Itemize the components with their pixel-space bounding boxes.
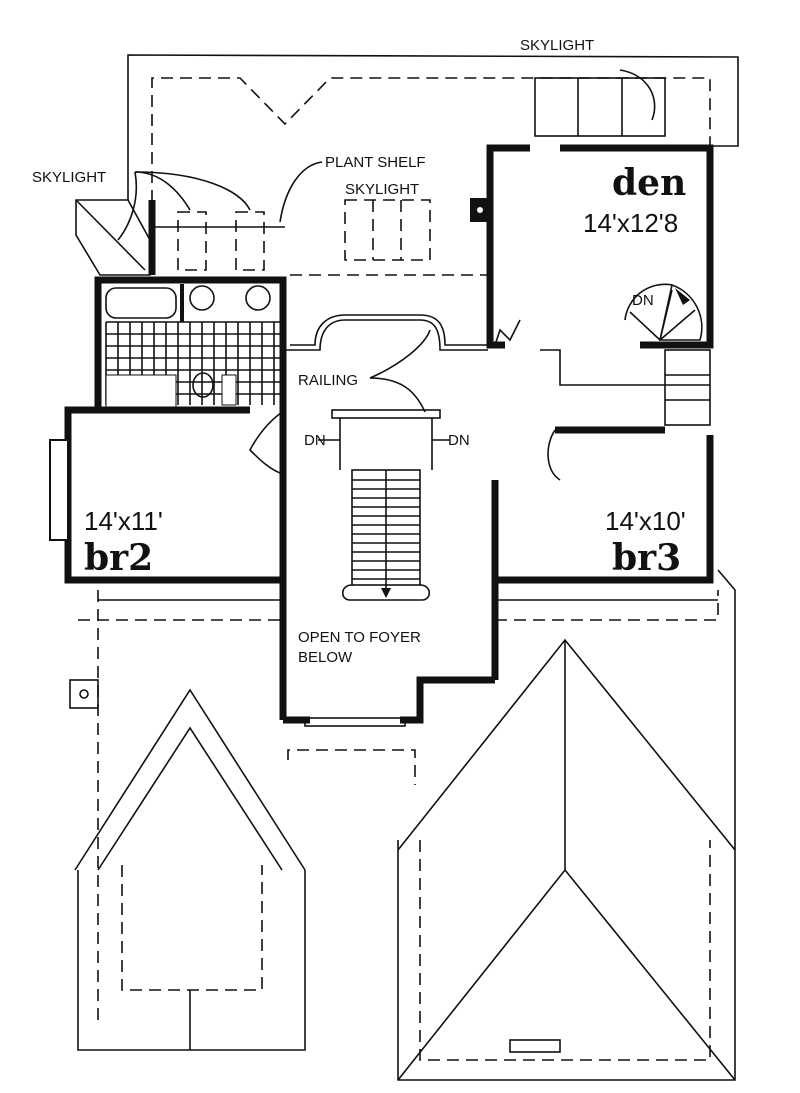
skylight-label-left: SKYLIGHT bbox=[32, 169, 106, 186]
railing-label: RAILING bbox=[298, 372, 358, 389]
hall-railing bbox=[249, 314, 711, 481]
stair-dn-left-label: DN bbox=[304, 432, 326, 449]
den-room-name: den bbox=[612, 162, 686, 204]
den-room bbox=[470, 144, 714, 349]
open-to-foyer-label-line2: BELOW bbox=[298, 649, 353, 666]
br2-room bbox=[49, 406, 287, 720]
br2-room-name: br2 bbox=[84, 537, 153, 579]
br3-room bbox=[283, 435, 714, 727]
bathroom bbox=[94, 276, 287, 410]
br2-room-size: 14'x11' bbox=[84, 506, 163, 536]
den-room-size: 14'x12'8 bbox=[583, 208, 678, 238]
stair-dn-right-label: DN bbox=[448, 432, 470, 449]
skylight-label-center: SKYLIGHT bbox=[345, 181, 419, 198]
lower-roofs bbox=[69, 569, 736, 1081]
den-stair-dn-label: DN bbox=[632, 292, 654, 309]
upper-roof-outline bbox=[127, 54, 739, 240]
open-to-foyer-label: OPEN TO FOYER bbox=[298, 629, 421, 646]
skylight-den bbox=[534, 69, 666, 137]
staircase bbox=[318, 409, 450, 601]
br3-room-name: br3 bbox=[612, 537, 681, 579]
skylight-label-top: SKYLIGHT bbox=[520, 37, 594, 54]
plant-shelf-label: PLANT SHELF bbox=[325, 154, 426, 171]
skylights-plant-shelf bbox=[75, 161, 488, 276]
br3-room-size: 14'x10' bbox=[605, 506, 686, 536]
